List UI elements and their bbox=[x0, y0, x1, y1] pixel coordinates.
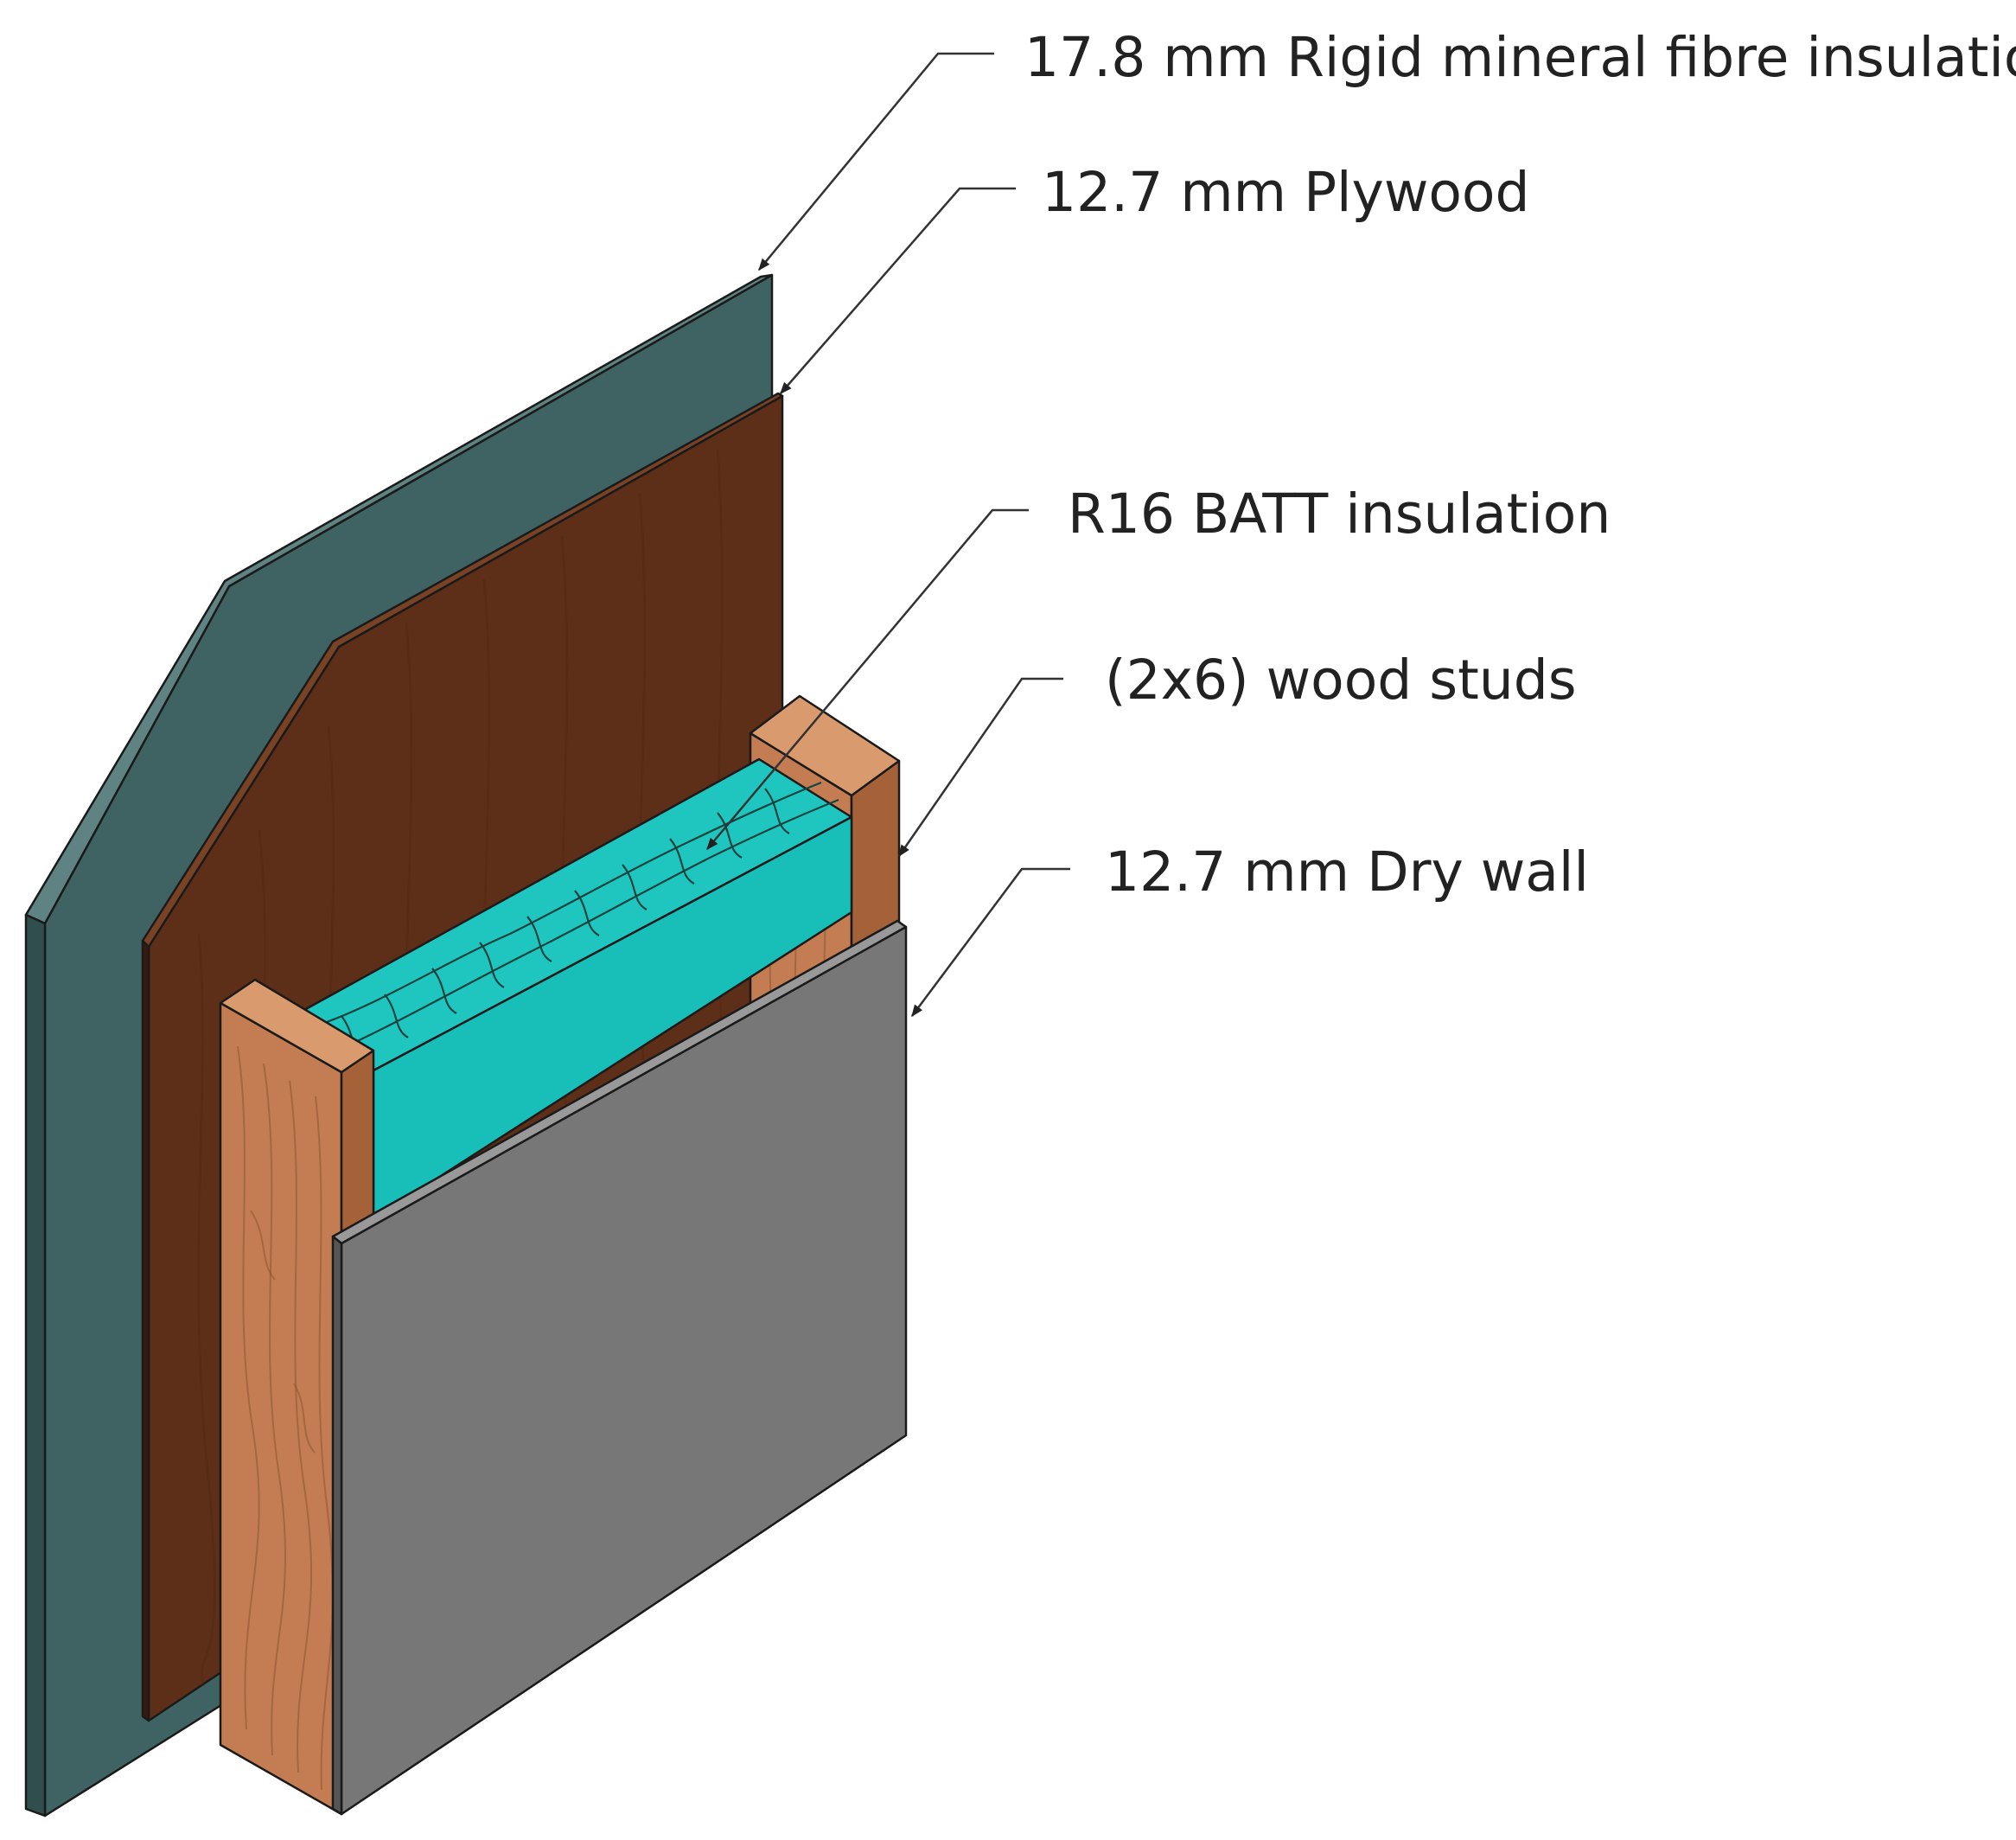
rigid-insulation-label: 17.8 mm Rigid mineral fibre insulation bbox=[1024, 26, 2016, 89]
batt-insulation-label: R16 BATT insulation bbox=[1068, 482, 1611, 546]
front-stud-grain bbox=[237, 1045, 334, 1791]
plywood-side-edge bbox=[141, 939, 150, 1722]
callout-leaders bbox=[706, 52, 1070, 1018]
back-stud-top-face bbox=[749, 694, 901, 797]
plywood-label: 12.7 mm Plywood bbox=[1042, 161, 1529, 224]
drywall-side-edge bbox=[331, 1235, 343, 1816]
rigid-insulation-leader bbox=[758, 52, 994, 272]
drywall-leader bbox=[910, 867, 1070, 1018]
wood-studs-label: (2x6) wood studs bbox=[1105, 648, 1577, 712]
front-stud-top-face bbox=[219, 978, 375, 1074]
batt-insulation-leader bbox=[706, 508, 1029, 851]
rigid-insulation-side-edge bbox=[24, 913, 47, 1818]
drywall-layer bbox=[331, 919, 908, 1816]
front-stud-front-face bbox=[219, 1001, 343, 1816]
drywall-label: 12.7 mm Dry wall bbox=[1105, 840, 1589, 904]
callout-labels: 17.8 mm Rigid mineral fibre insulation 1… bbox=[1024, 26, 2016, 904]
wood-studs-leader bbox=[897, 677, 1063, 858]
plywood-leader bbox=[780, 187, 1016, 395]
